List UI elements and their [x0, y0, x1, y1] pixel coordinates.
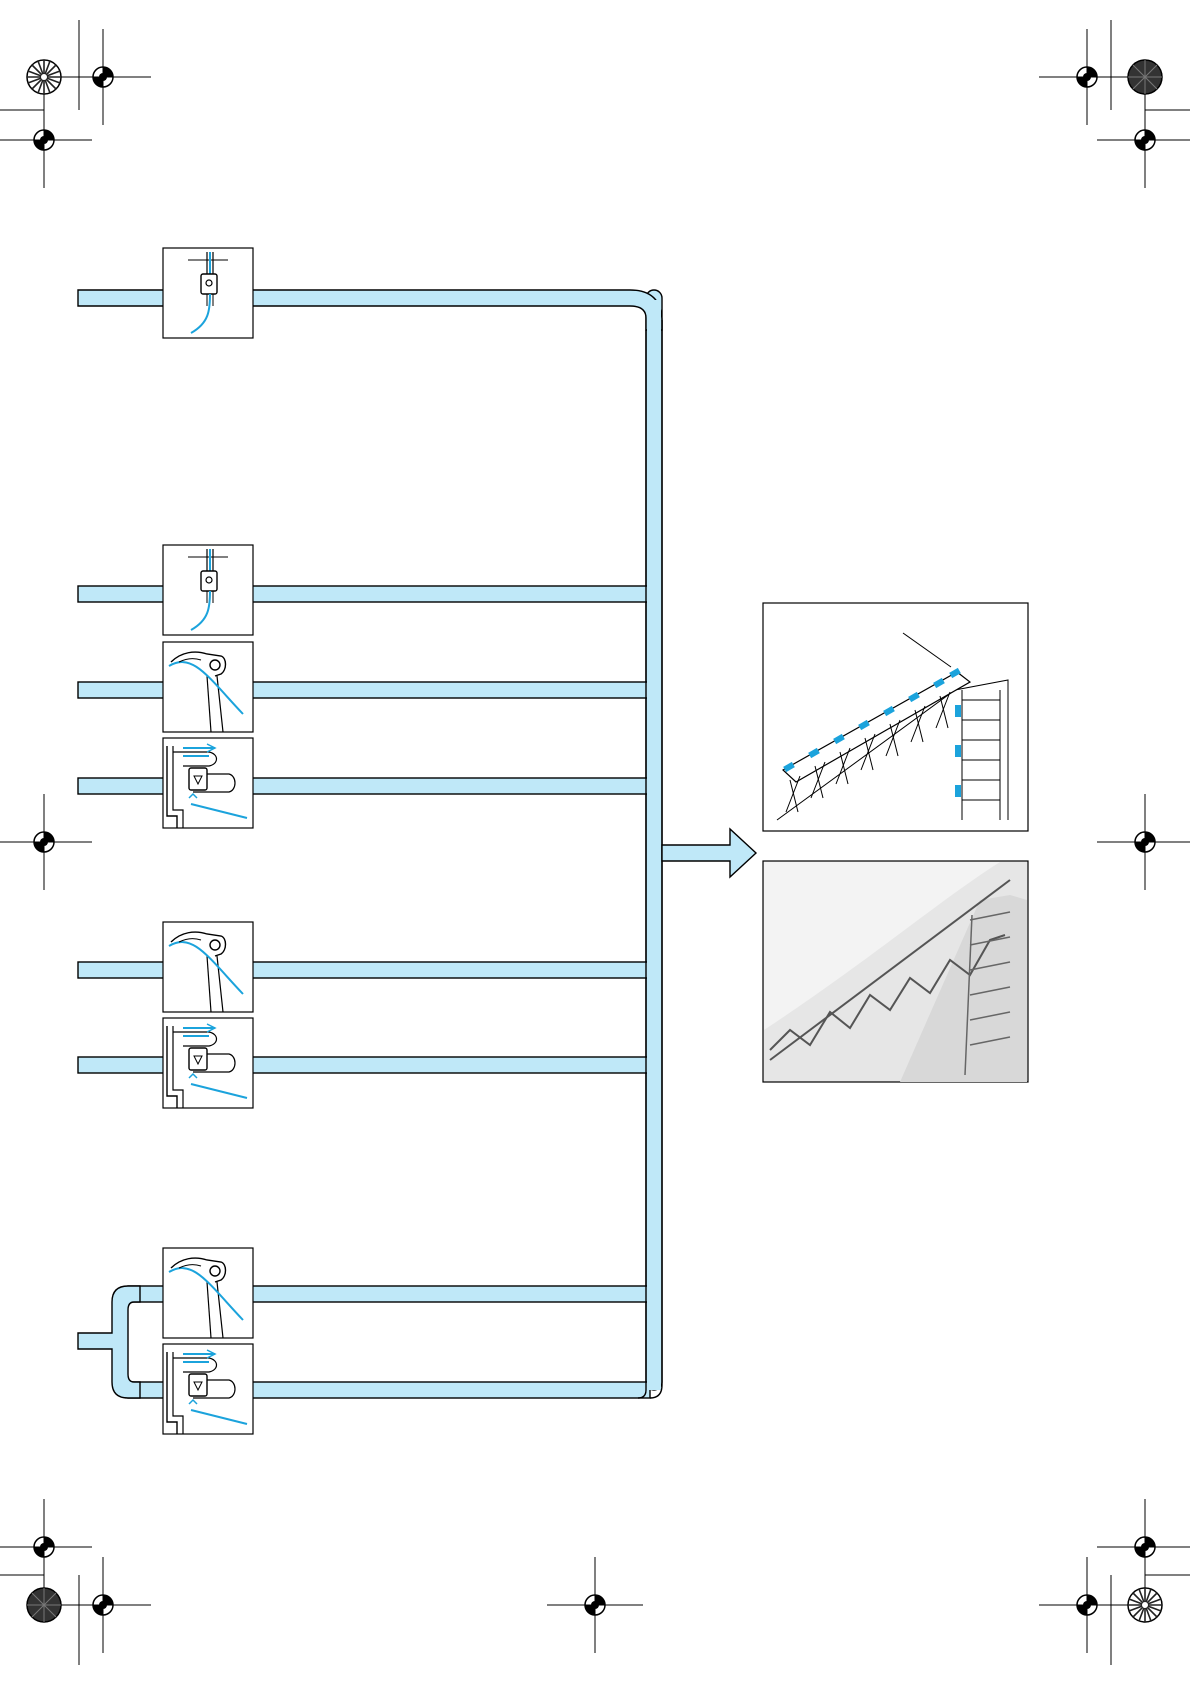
needle-threading-icon	[163, 248, 253, 338]
stitched-fabric-photo-icon	[763, 861, 1028, 1082]
looper-threading-icon	[163, 922, 253, 1012]
thread-flow-tubes	[78, 290, 756, 1398]
overlock-stitch-diagram-icon	[763, 603, 1028, 831]
looper-guide-threading-icon	[163, 738, 253, 828]
needle-threading-icon	[163, 545, 253, 635]
looper-guide-threading-icon	[163, 1018, 253, 1108]
looper-threading-icon	[163, 642, 253, 732]
looper-threading-icon	[163, 1248, 253, 1338]
looper-guide-threading-icon	[163, 1344, 253, 1434]
